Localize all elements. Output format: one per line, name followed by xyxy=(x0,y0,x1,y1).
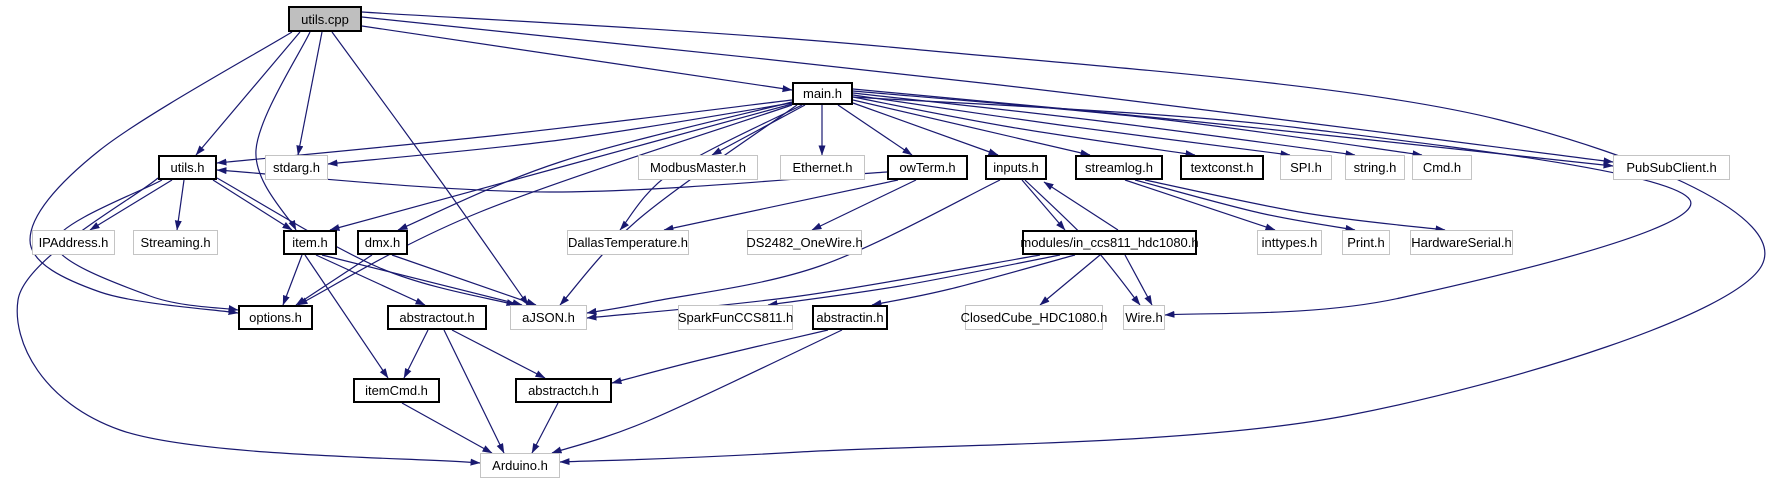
edge-inputs_h-to-ajson_h xyxy=(586,179,1001,315)
edge-abstractin_h-to-abstractch_h xyxy=(611,329,829,384)
edge-item_h-to-ajson_h xyxy=(321,254,523,307)
edge-utils_h-to-streaming_h xyxy=(174,179,185,231)
graph-node-textconst_h[interactable]: textconst.h xyxy=(1180,155,1264,180)
graph-node-ds2482_onewire_h: DS2482_OneWire.h xyxy=(746,230,863,255)
graph-node-utils_h[interactable]: utils.h xyxy=(158,155,217,180)
graph-node-stdarg_h: stdarg.h xyxy=(265,155,328,180)
edge-dmx_h-to-ajson_h xyxy=(391,254,537,306)
edge-main_h-to-dmx_h xyxy=(397,101,793,231)
edge-main_h-to-spi_h xyxy=(852,94,1291,158)
graph-node-owterm_h[interactable]: owTerm.h xyxy=(887,155,968,180)
graph-node-modbusmaster_h: ModbusMaster.h xyxy=(638,155,758,180)
graph-node-streaming_h: Streaming.h xyxy=(133,230,218,255)
edge-main_h-to-cmd_h xyxy=(852,90,1423,158)
edge-modules_in_ccs811_hdc1080_h-to-sparkfunccs811_h xyxy=(767,254,1061,308)
graph-node-string_h: string.h xyxy=(1345,155,1405,180)
edge-main_h-to-stdarg_h xyxy=(327,102,793,167)
graph-node-streamlog_h[interactable]: streamlog.h xyxy=(1075,155,1163,180)
graph-node-item_h[interactable]: item.h xyxy=(283,230,337,255)
graph-node-ipaddress_h: IPAddress.h xyxy=(32,230,115,255)
edge-modules_in_ccs811_hdc1080_h-to-closedcube_hdc1080_h xyxy=(1039,254,1101,306)
edge-streamlog_h-to-inttypes_h xyxy=(1124,179,1276,231)
edge-utils_h-to-ajson_h xyxy=(216,177,517,306)
edge-main_h-to-inputs_h xyxy=(852,102,999,156)
graph-node-abstractch_h[interactable]: abstractch.h xyxy=(515,378,612,403)
edge-abstractout_h-to-itemcmd_h xyxy=(403,329,429,379)
edge-main_h-to-ajson_h xyxy=(559,104,798,306)
edge-modules_in_ccs811_hdc1080_h-to-abstractin_h xyxy=(871,254,1076,307)
edge-main_h-to-wire_h xyxy=(852,96,1692,318)
graph-node-ajson_h: aJSON.h xyxy=(510,305,587,330)
edge-main_h-to-utils_h xyxy=(216,99,793,166)
edge-abstractin_h-to-arduino_h xyxy=(551,329,843,454)
edge-main_h-to-textconst_h xyxy=(852,96,1196,158)
edge-modules_in_ccs811_hdc1080_h-to-wire_h xyxy=(1124,254,1153,306)
graph-node-main_h[interactable]: main.h xyxy=(792,82,853,105)
graph-node-itemcmd_h[interactable]: itemCmd.h xyxy=(353,378,440,403)
edge-item_h-to-abstractout_h xyxy=(315,254,426,306)
graph-node-cmd_h: Cmd.h xyxy=(1412,155,1472,180)
edge-abstractch_h-to-arduino_h xyxy=(531,402,559,454)
graph-node-wire_h: Wire.h xyxy=(1123,305,1165,330)
edge-itemcmd_h-to-arduino_h xyxy=(401,402,493,454)
edge-main_h-to-streamlog_h xyxy=(852,99,1091,157)
edge-utils_cpp-to-arduino_h xyxy=(361,11,1766,466)
edge-utils_cpp-to-utils_h xyxy=(195,31,301,156)
edge-main_h-to-owterm_h xyxy=(837,104,913,156)
edge-utils_h-to-ipaddress_h xyxy=(89,179,173,231)
graph-node-dallastemperature_h: DallasTemperature.h xyxy=(567,230,689,255)
edge-utils_h-to-item_h xyxy=(212,179,293,231)
graph-node-abstractout_h[interactable]: abstractout.h xyxy=(387,305,487,330)
edge-utils_cpp-to-stdarg_h xyxy=(296,31,323,156)
edge-owterm_h-to-dallastemperature_h xyxy=(663,179,899,232)
graph-node-utils_cpp: utils.cpp xyxy=(288,6,362,32)
edge-dmx_h-to-options_h xyxy=(295,254,373,306)
edge-streamlog_h-to-hardwareserial_h xyxy=(1144,179,1446,233)
edge-utils_cpp-to-options_h xyxy=(29,31,293,316)
graph-node-abstractin_h[interactable]: abstractin.h xyxy=(812,305,888,330)
graph-node-inputs_h[interactable]: inputs.h xyxy=(985,155,1047,180)
edge-inputs_h-to-modules_in_ccs811_hdc1080_h xyxy=(1021,179,1066,231)
edge-utils_cpp-to-main_h xyxy=(361,25,793,93)
edge-utils_h-to-options_h xyxy=(54,179,239,312)
edge-main_h-to-options_h xyxy=(297,104,793,306)
edge-utils_cpp-to-ajson_h xyxy=(331,31,529,306)
edge-owterm_h-to-ds2482_onewire_h xyxy=(811,179,917,231)
edge-main_h-to-string_h xyxy=(852,92,1356,158)
edge-modules_in_ccs811_hdc1080_h-to-inputs_h xyxy=(1043,181,1119,231)
edge-abstractout_h-to-arduino_h xyxy=(443,329,505,454)
graph-node-sparkfunccs811_h: SparkFunCCS811.h xyxy=(678,305,793,330)
edge-utils_cpp-to-item_h xyxy=(255,31,311,231)
edge-item_h-to-options_h xyxy=(282,254,303,306)
graph-node-print_h: Print.h xyxy=(1342,230,1390,255)
edge-main_h-to-item_h xyxy=(329,103,793,231)
edge-main_h-to-modbusmaster_h xyxy=(711,104,806,156)
edge-modules_in_ccs811_hdc1080_h-to-ajson_h xyxy=(586,254,1041,321)
graph-node-closedcube_hdc1080_h: ClosedCube_HDC1080.h xyxy=(961,305,1107,330)
graph-node-modules_in_ccs811_hdc1080_h[interactable]: modules/in_ccs811_hdc1080.h xyxy=(1020,230,1199,255)
graph-node-inttypes_h: inttypes.h xyxy=(1257,230,1322,255)
edge-streamlog_h-to-print_h xyxy=(1134,179,1356,232)
graph-node-ethernet_h: Ethernet.h xyxy=(780,155,865,180)
graph-node-pubsubclient_h: PubSubClient.h xyxy=(1613,155,1730,180)
graph-node-arduino_h: Arduino.h xyxy=(480,453,560,478)
graph-node-dmx_h[interactable]: dmx.h xyxy=(357,230,408,255)
graph-node-hardwareserial_h: HardwareSerial.h xyxy=(1410,230,1513,255)
graph-node-spi_h: SPI.h xyxy=(1280,155,1332,180)
graph-node-options_h[interactable]: options.h xyxy=(238,305,313,330)
edge-abstractout_h-to-abstractch_h xyxy=(451,329,546,379)
edge-item_h-to-itemcmd_h xyxy=(304,254,389,379)
edge-utils_cpp-to-pubsubclient_h xyxy=(361,16,1614,165)
